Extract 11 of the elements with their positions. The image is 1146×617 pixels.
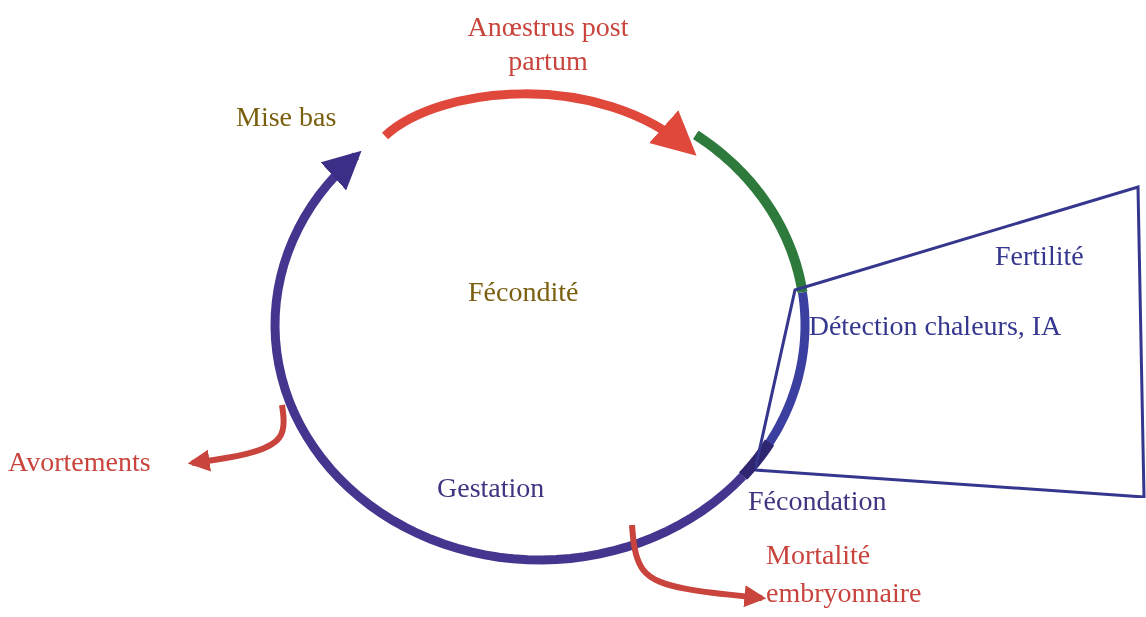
cycle-label: Fécondation — [748, 484, 887, 518]
cycle-label: Anœstrus post partum — [466, 10, 630, 78]
wedge-text: Fertilité — [995, 239, 1084, 273]
arrow — [629, 524, 767, 608]
arrow — [187, 404, 287, 472]
wedge-text: Détection chaleurs, IA — [807, 309, 1063, 343]
cycle-label: Gestation — [437, 471, 545, 505]
cycle-label: Fécondité — [468, 275, 579, 309]
outcome-label: Avortements — [8, 445, 151, 479]
outcome-label: Mortalité embryonnaire — [766, 538, 923, 610]
cycle-label: Mise bas — [236, 100, 337, 134]
